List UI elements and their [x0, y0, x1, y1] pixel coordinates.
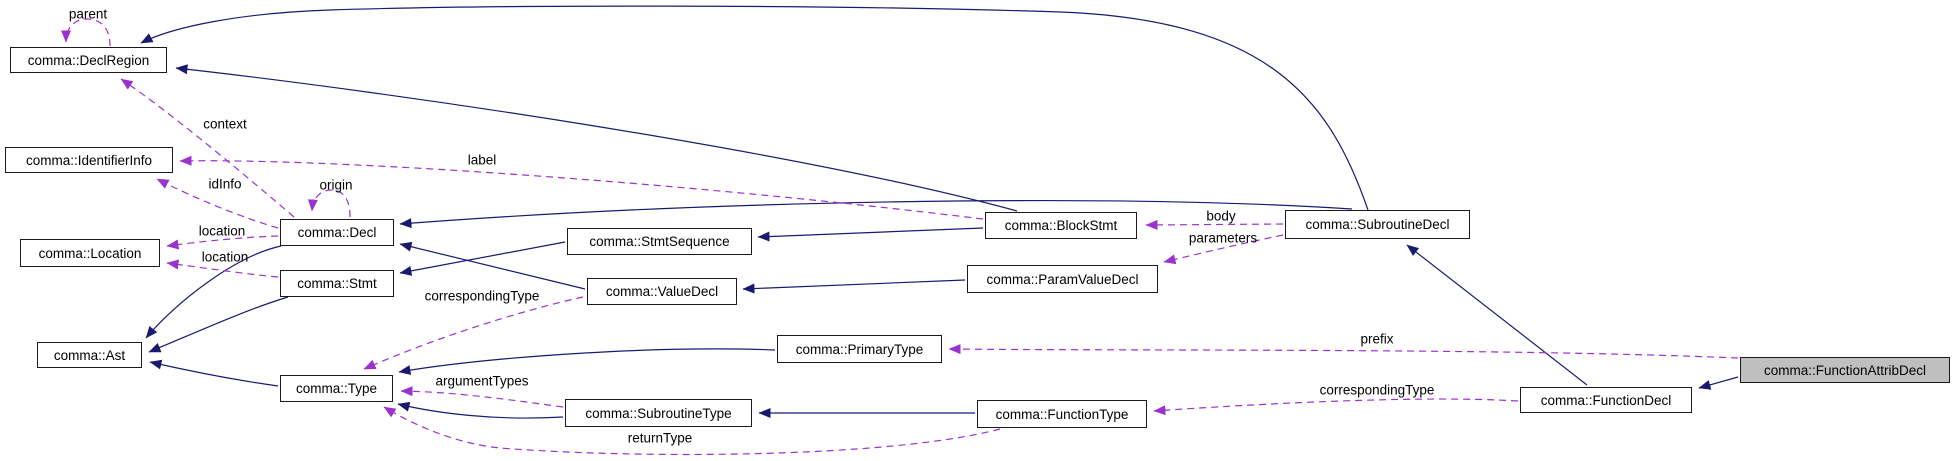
node-comma-functionattribdecl[interactable]: comma::FunctionAttribDecl	[1740, 357, 1950, 383]
edge-label-context: context	[203, 116, 247, 132]
edge-label-returntype: returnType	[627, 430, 693, 446]
edge-paramvaluedecl-to-valuedecl	[742, 279, 966, 294]
node-comma-stmt[interactable]: comma::Stmt	[280, 270, 394, 297]
edge-label-location-stmt: location	[201, 249, 249, 265]
edge-prefix	[948, 344, 1739, 359]
node-comma-ast[interactable]: comma::Ast	[37, 342, 142, 368]
edge-returntype	[383, 406, 1001, 456]
edge-blockstmt-to-stmtsequence	[757, 227, 984, 242]
edge-label-prefix: prefix	[1360, 331, 1394, 347]
edge-context	[120, 78, 295, 218]
node-comma-subroutinedecl[interactable]: comma::SubroutineDecl	[1285, 210, 1470, 239]
edge-parameters	[1163, 234, 1284, 265]
edge-label	[179, 155, 984, 220]
edge-stmt-to-ast	[148, 296, 289, 353]
node-comma-stmtsequence[interactable]: comma::StmtSequence	[567, 228, 752, 255]
edge-origin-self-loop	[307, 189, 351, 218]
edge-label-location-decl: location	[198, 223, 246, 239]
edge-blockstmt-to-declregion	[175, 64, 1018, 212]
edge-label-parameters: parameters	[1188, 230, 1258, 246]
edge-location-from-decl	[166, 235, 279, 250]
edge-functiondecl-to-subroutinedecl	[1406, 244, 1588, 386]
edge-label-argumenttypes: argumentTypes	[435, 373, 529, 389]
node-comma-type[interactable]: comma::Type	[280, 375, 393, 402]
node-comma-subroutinetype[interactable]: comma::SubroutineType	[565, 399, 752, 427]
edge-location-from-stmt	[166, 259, 279, 278]
node-comma-location[interactable]: comma::Location	[20, 239, 160, 267]
edge-argumenttypes	[400, 386, 564, 408]
node-comma-primarytype[interactable]: comma::PrimaryType	[777, 335, 942, 363]
edge-label-idinfo: idInfo	[208, 176, 242, 192]
edge-valuedecl-to-decl	[399, 241, 586, 290]
node-comma-valuedecl[interactable]: comma::ValueDecl	[587, 278, 737, 305]
edge-type-to-ast	[149, 359, 279, 387]
edge-label-parent: parent	[68, 6, 108, 22]
node-comma-blockstmt[interactable]: comma::BlockStmt	[985, 212, 1137, 239]
edge-subroutinetype-to-type	[397, 401, 564, 419]
node-comma-decl[interactable]: comma::Decl	[280, 219, 394, 246]
node-comma-paramvaluedecl[interactable]: comma::ParamValueDecl	[967, 265, 1158, 293]
edge-correspondingtype-functiondecl	[1153, 398, 1519, 416]
edge-subroutinedecl-to-declregion	[140, 5, 1369, 211]
edge-body	[1145, 219, 1284, 230]
edge-label-correspondingtype-left: correspondingType	[424, 288, 540, 304]
node-comma-declregion[interactable]: comma::DeclRegion	[10, 47, 167, 73]
edge-label-origin: origin	[319, 177, 353, 193]
edge-label-body: body	[1206, 208, 1236, 224]
edge-idinfo	[156, 178, 279, 229]
edge-correspondingtype-valuedecl	[363, 296, 584, 370]
edge-functionattribdecl-to-functiondecl	[1698, 376, 1739, 390]
node-comma-identifierinfo[interactable]: comma::IdentifierInfo	[5, 147, 173, 173]
edge-label-correspondingtype-right: correspondingType	[1319, 382, 1435, 398]
edge-primarytype-to-type	[398, 348, 776, 375]
edge-stmtsequence-to-stmt	[399, 241, 566, 276]
node-comma-functiondecl[interactable]: comma::FunctionDecl	[1520, 387, 1692, 413]
edge-parent-self-loop	[61, 18, 111, 47]
edge-decl-to-ast	[145, 245, 282, 339]
edge-subroutinedecl-to-decl	[399, 200, 1353, 229]
edge-label-label: label	[467, 152, 497, 168]
node-comma-functiontype[interactable]: comma::FunctionType	[977, 400, 1147, 428]
